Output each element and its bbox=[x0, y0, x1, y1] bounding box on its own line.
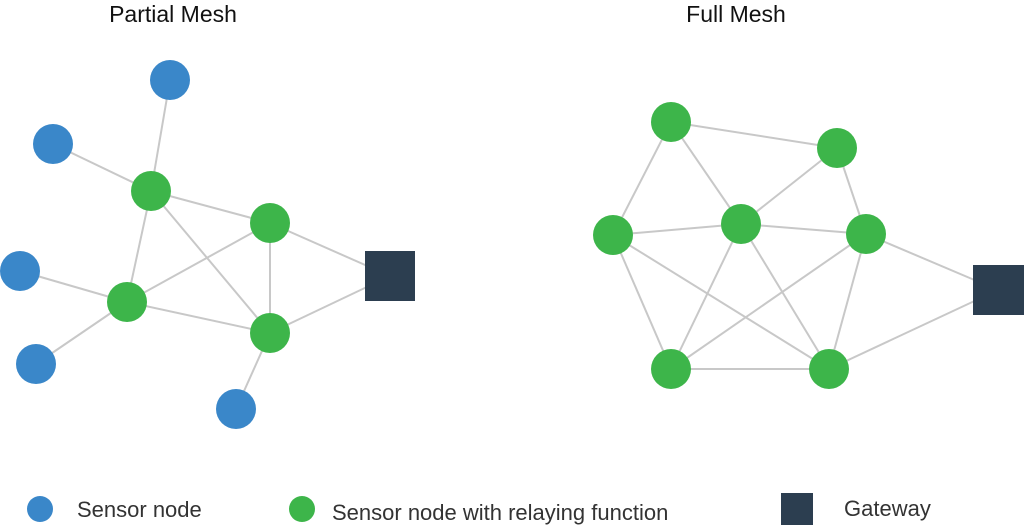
edge bbox=[612, 121, 672, 236]
relay-node bbox=[846, 214, 886, 254]
edge bbox=[670, 233, 867, 370]
relay-node bbox=[651, 102, 691, 142]
full-mesh-edges bbox=[612, 121, 999, 370]
edge bbox=[126, 301, 271, 334]
legend-item-gateway: Gateway bbox=[781, 493, 931, 525]
sensor-node bbox=[33, 124, 73, 164]
gateway-swatch bbox=[781, 493, 813, 525]
relay-node bbox=[107, 282, 147, 322]
relay-node bbox=[250, 313, 290, 353]
edge bbox=[670, 223, 742, 370]
legend-label-relay: Sensor node with relaying function bbox=[332, 500, 668, 525]
edge bbox=[828, 289, 999, 370]
partial-mesh-relay-nodes bbox=[107, 171, 290, 353]
edge bbox=[670, 121, 742, 225]
full-mesh-relay-nodes bbox=[593, 102, 886, 389]
partial-mesh-sensor-nodes bbox=[0, 60, 256, 429]
edge bbox=[740, 223, 830, 370]
legend-label-gateway: Gateway bbox=[844, 496, 931, 521]
edge bbox=[828, 233, 867, 370]
relay-node bbox=[131, 171, 171, 211]
relay-node-swatch bbox=[289, 496, 315, 522]
edge bbox=[670, 121, 838, 149]
relay-node bbox=[593, 215, 633, 255]
gateway-node bbox=[973, 265, 1024, 315]
legend: Sensor node Sensor node with relaying fu… bbox=[27, 493, 931, 525]
relay-node bbox=[817, 128, 857, 168]
relay-node bbox=[250, 203, 290, 243]
sensor-node bbox=[16, 344, 56, 384]
relay-node bbox=[809, 349, 849, 389]
edge bbox=[612, 234, 830, 370]
legend-item-sensor: Sensor node bbox=[27, 496, 202, 522]
edge bbox=[612, 223, 742, 236]
partial-mesh-network bbox=[0, 60, 415, 429]
edge bbox=[612, 234, 672, 370]
gateway-node bbox=[365, 251, 415, 301]
legend-item-relay: Sensor node with relaying function bbox=[289, 496, 668, 525]
edge bbox=[150, 190, 271, 334]
full-mesh-network bbox=[593, 102, 1024, 389]
relay-node bbox=[651, 349, 691, 389]
partial-mesh-edges bbox=[19, 79, 391, 410]
sensor-node bbox=[150, 60, 190, 100]
sensor-node bbox=[0, 251, 40, 291]
sensor-node bbox=[216, 389, 256, 429]
sensor-node-swatch bbox=[27, 496, 53, 522]
edge bbox=[126, 222, 271, 303]
full-mesh-title: Full Mesh bbox=[686, 1, 786, 27]
edge bbox=[740, 223, 867, 235]
relay-node bbox=[721, 204, 761, 244]
edge bbox=[150, 190, 271, 224]
edge bbox=[740, 147, 838, 225]
legend-label-sensor: Sensor node bbox=[77, 497, 202, 522]
partial-mesh-title: Partial Mesh bbox=[109, 1, 237, 27]
